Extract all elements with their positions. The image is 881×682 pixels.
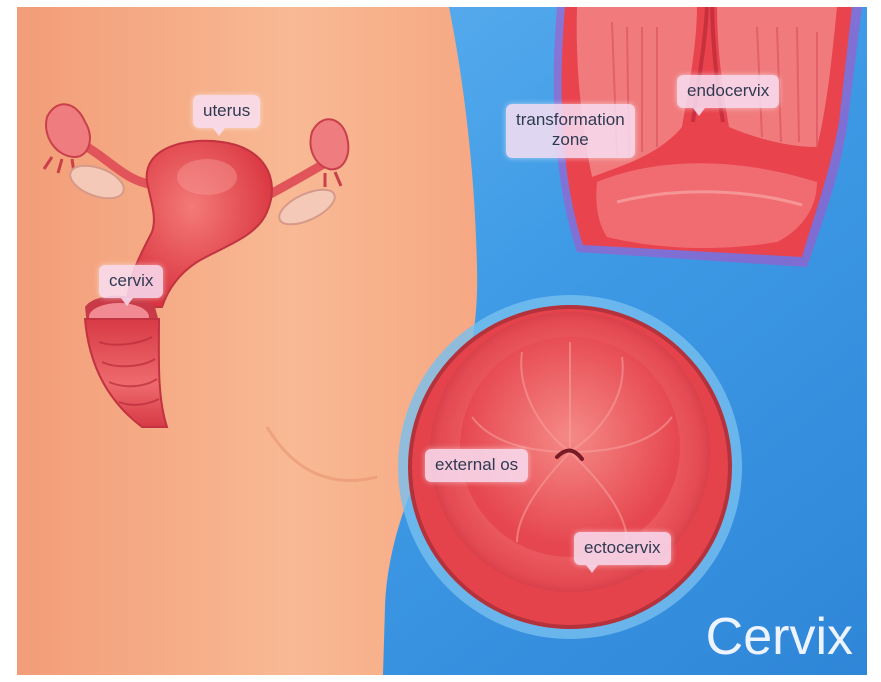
endocervix-label: endocervix: [677, 75, 779, 108]
uterus-label: uterus: [193, 95, 260, 128]
ectocervix-label-text: ectocervix: [584, 538, 661, 557]
ectocervix-label: ectocervix: [574, 532, 671, 565]
external-os-label-text: external os: [435, 455, 518, 474]
endocervix-label-text: endocervix: [687, 81, 769, 100]
transformation-zone-label-line1: transformation: [516, 110, 625, 130]
external-os-label: external os: [425, 449, 528, 482]
page-title: Cervix: [706, 609, 853, 665]
uterus-label-text: uterus: [203, 101, 250, 120]
cervix-label-text: cervix: [109, 271, 153, 290]
illustration-frame: uterus cervix endocervix transformation …: [17, 7, 867, 675]
cervix-label: cervix: [99, 265, 163, 298]
transformation-zone-label-line2: zone: [516, 130, 625, 150]
transformation-zone-label: transformation zone: [506, 104, 635, 158]
